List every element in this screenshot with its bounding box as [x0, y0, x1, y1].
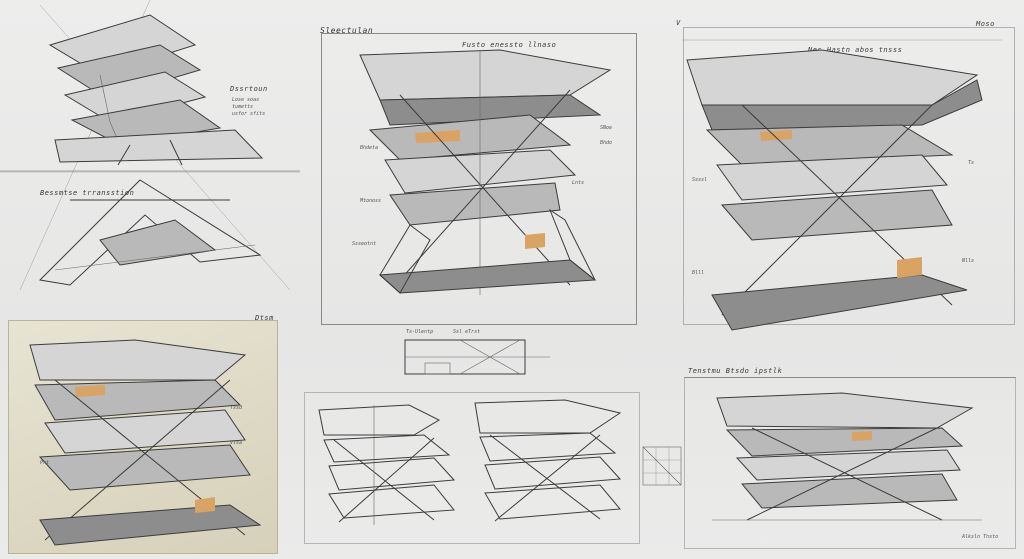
top-center-subtitle: Fusto enessto llnaso: [462, 41, 557, 49]
bottom-right-building-drawing: [712, 392, 982, 521]
top-center-frame: [321, 33, 637, 325]
top-right-frame: [683, 27, 1015, 325]
top-left-note-3: usfor sfits: [232, 111, 266, 117]
top-right-title: Moso: [976, 20, 995, 28]
top-center-note-1: Bhdeta: [360, 145, 379, 151]
bottom-right-signature: Alksln Tnsto: [962, 534, 999, 540]
bottom-right-title: Tenstmu Btsdo ipstlk: [688, 367, 783, 375]
bottom-left-note-3: Prt: [40, 460, 50, 466]
top-center-note-2: Mtonoss: [360, 198, 382, 204]
top-left-caption: Bessmtse trransstion: [40, 189, 135, 197]
top-right-note-3: Ts: [968, 160, 975, 166]
top-left-sketch: Dssrtoun Lose soas tumetts usfor sfits B…: [0, 0, 300, 300]
top-center-note-5: Bhdo: [600, 140, 613, 146]
bottom-center-right-elevation: [474, 399, 622, 522]
bottom-center-plan-drawing: [404, 339, 550, 375]
top-left-building-drawing: [0, 0, 300, 291]
top-right-note-2: Blll: [692, 270, 705, 276]
bottom-center-grid-detail: [642, 446, 682, 486]
top-right-subtitle: Nes Hastn abos tnsss: [808, 46, 903, 54]
bottom-center-frame: [304, 392, 640, 544]
top-center-note-3: Ssseotnt: [352, 241, 377, 247]
top-center-note-4: SNoe: [600, 125, 613, 131]
bottom-left-title: Dtsm: [255, 314, 274, 322]
bottom-center-note-2: Ssl eTrst: [453, 329, 481, 335]
bottom-center-left-elevation: [318, 404, 456, 525]
top-right-building-drawing: [682, 39, 1002, 331]
bottom-left-note-2: Vtsa: [230, 440, 243, 446]
bottom-left-note-1: Tssd: [230, 405, 243, 411]
top-center-note-6: Lnts: [572, 180, 585, 186]
bottom-right-frame: [684, 377, 1016, 549]
top-right-note-4: Nlls: [962, 258, 975, 264]
top-left-title: Dssrtoun: [230, 85, 268, 93]
top-center-title: Sleectulan: [320, 26, 374, 35]
bottom-left-building-drawing: [29, 339, 262, 546]
top-left-note-2: tumetts: [232, 104, 254, 110]
top-center-building-drawing: [359, 49, 612, 295]
top-right-note-1: Ssssl: [692, 177, 708, 183]
top-left-note-1: Lose soas: [232, 97, 260, 103]
bottom-center-note-1: Ts-Ulentp: [406, 329, 434, 335]
top-right-marker: V: [676, 19, 681, 27]
